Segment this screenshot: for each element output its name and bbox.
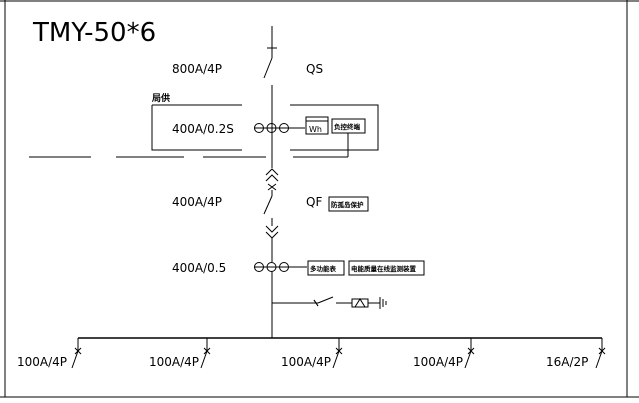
feeder-5 xyxy=(595,338,606,369)
feeder-3 xyxy=(332,338,343,369)
multifunction-meter-label: 多功能表 xyxy=(310,264,337,273)
diagram-title: TMY-50*6 xyxy=(32,18,156,48)
anti-islanding-protection xyxy=(328,196,369,212)
metering-ct-symbol xyxy=(254,123,305,133)
breaker-tag: QF xyxy=(306,195,322,209)
feeder-1 xyxy=(71,338,82,369)
feeder-2-rating: 100A/4P xyxy=(149,355,199,369)
feeder-4 xyxy=(464,338,475,369)
feeder-3-rating: 100A/4P xyxy=(281,355,331,369)
feeder-2 xyxy=(200,338,211,369)
surge-protector-branch xyxy=(272,296,387,309)
multifunction-meter xyxy=(307,260,345,276)
main-switch-rating: 800A/4P xyxy=(172,62,222,76)
measurement-ct-symbol xyxy=(254,262,307,338)
breaker-rating: 400A/4P xyxy=(172,195,222,209)
power-quality-monitor xyxy=(348,260,425,276)
power-quality-monitor-label: 电能质量在线监测装置 xyxy=(351,264,417,273)
measurement-ct-rating: 400A/0.5 xyxy=(172,261,226,275)
anti-islanding-protection-label: 防孤岛保护 xyxy=(331,200,364,209)
metering-owner-label: 局供 xyxy=(152,92,170,104)
feeder-1-rating: 100A/4P xyxy=(17,355,67,369)
breaker-qf xyxy=(263,158,279,262)
main-switch-qs xyxy=(263,26,277,158)
main-switch-tag: QS xyxy=(306,62,323,76)
feeder-4-rating: 100A/4P xyxy=(413,355,463,369)
metering-ct-rating: 400A/0.2S xyxy=(172,122,234,136)
metering-cabinet-outline xyxy=(151,104,379,151)
watt-hour-meter xyxy=(305,116,329,135)
load-control-terminal-label: 负控终端 xyxy=(334,122,361,131)
feeder-5-rating: 16A/2P xyxy=(546,355,588,369)
watt-hour-meter-label: Wh xyxy=(309,125,322,134)
